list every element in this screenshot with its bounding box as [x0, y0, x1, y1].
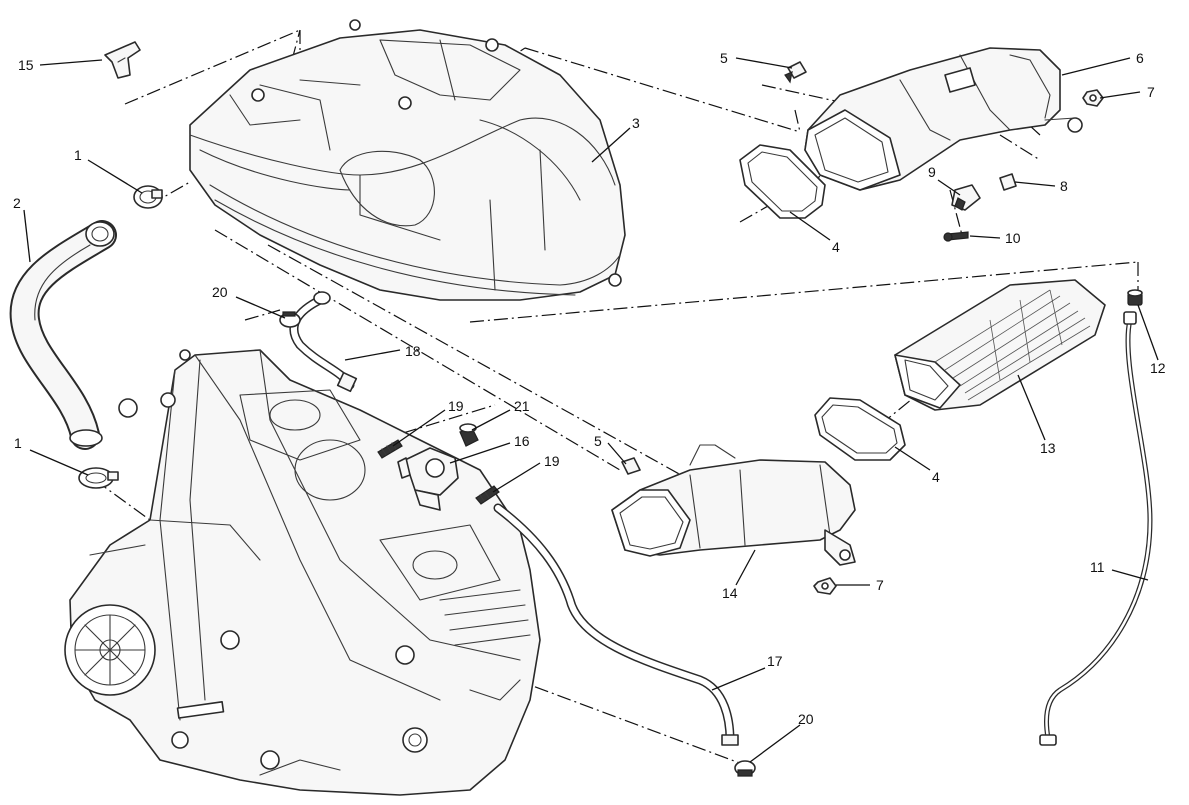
air-filter: [894, 279, 1106, 411]
fitting-19-lower: [475, 485, 500, 505]
valve-16: [397, 447, 459, 511]
tube-clip-20-upper: [279, 311, 301, 328]
callout-21: 21: [514, 398, 530, 414]
air-duct-upper: [804, 47, 1083, 191]
callout-labels: 15 1 2 1 20 18 19 21 16 19 3 5 6 7 9 8 1…: [13, 50, 1166, 727]
hose-clamp-upper: [133, 185, 163, 209]
callout-8: 8: [1060, 178, 1068, 194]
mount-boss-icon: [349, 19, 361, 31]
callout-3: 3: [632, 115, 640, 131]
callout-7-lower: 7: [876, 577, 884, 593]
callout-16: 16: [514, 433, 530, 449]
screw-10: [943, 231, 969, 242]
callout-20-upper: 20: [212, 284, 228, 300]
leader-lines: [23, 57, 1159, 763]
callout-1-lower: 1: [14, 435, 22, 451]
gasket-upper: [739, 144, 826, 219]
callout-18: 18: [405, 343, 421, 359]
callout-11: 11: [1090, 559, 1105, 575]
callout-15: 15: [18, 57, 34, 73]
screw-5-lower: [621, 457, 641, 475]
hose-17: [493, 503, 739, 746]
callout-4-lower: 4: [932, 469, 940, 485]
clip-part: [104, 41, 141, 79]
callout-12: 12: [1150, 360, 1166, 376]
fitting-21: [459, 423, 479, 447]
breather-hose: [9, 220, 117, 450]
gasket-lower: [814, 397, 906, 461]
nut-7-upper: [1082, 89, 1104, 107]
callout-6: 6: [1136, 50, 1144, 66]
callout-9: 9: [928, 164, 936, 180]
callout-20-lower: 20: [798, 711, 814, 727]
callout-19-lower: 19: [544, 453, 560, 469]
callout-5-lower: 5: [594, 433, 602, 449]
nut-7-lower: [813, 577, 837, 595]
drain-tube-11: [1039, 311, 1153, 746]
callout-17: 17: [767, 653, 783, 669]
screw-5-upper: [784, 61, 807, 84]
callout-14: 14: [722, 585, 738, 601]
tube-clip-20-lower: [734, 760, 756, 777]
callout-7-upper: 7: [1147, 84, 1155, 100]
engine-block: [64, 349, 541, 796]
mount-boss-icon: [251, 88, 265, 102]
mount-boss-icon: [485, 38, 499, 52]
callout-13: 13: [1040, 440, 1056, 456]
vent-tube-18: [289, 291, 358, 393]
callout-19-upper: 19: [448, 398, 464, 414]
callout-1-upper: 1: [74, 147, 82, 163]
air-duct-lower: [611, 444, 856, 566]
callout-5-upper: 5: [720, 50, 728, 66]
mount-boss-icon: [608, 273, 622, 287]
cap-12: [1127, 289, 1143, 306]
mount-boss-icon: [398, 96, 412, 110]
callout-10: 10: [1005, 230, 1021, 246]
hose-clamp-lower: [78, 467, 119, 489]
callout-2: 2: [13, 195, 21, 211]
callout-4-upper: 4: [832, 239, 840, 255]
screw-8: [999, 173, 1017, 191]
sensor-9: [951, 184, 981, 211]
airbox-housing: [189, 19, 626, 301]
